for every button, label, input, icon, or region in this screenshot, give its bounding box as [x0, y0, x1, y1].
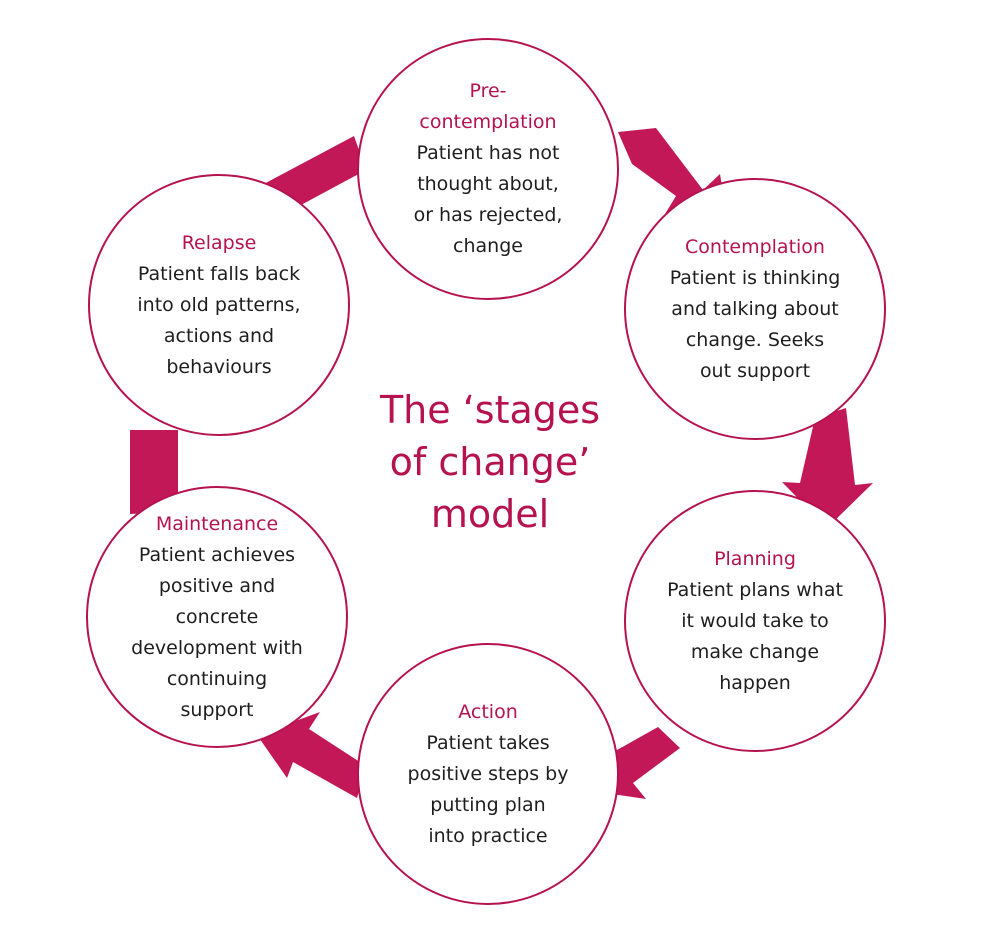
stage-title: Contemplation [685, 235, 825, 258]
arrow-action-to-maintenance [257, 712, 366, 798]
stage-planning: Planning Patient plans what it would tak… [624, 490, 886, 752]
stage-description: Patient plans what it would take to make… [667, 578, 843, 694]
arrow-contemplation-to-planning [782, 408, 873, 528]
arrow-maintenance-to-relapse [130, 430, 178, 514]
stage-maintenance: Maintenance Patient achieves positive an… [86, 486, 348, 748]
diagram-title: The ‘stages of change’ model [379, 388, 601, 536]
stage-contemplation: Contemplation Patient is thinking and ta… [624, 178, 886, 440]
stage-title: Planning [714, 547, 796, 570]
stage-relapse: Relapse Patient falls back into old patt… [88, 174, 350, 436]
stage-action: Action Patient takes positive steps by p… [357, 643, 619, 905]
stage-precontemplation: Pre- contemplation Patient has not thoug… [357, 38, 619, 300]
stage-title: Relapse [181, 231, 257, 254]
stage-description: Patient is thinking and talking about ch… [669, 266, 841, 382]
stage-description: Patient falls back into old patterns, ac… [137, 262, 301, 378]
stage-title: Pre- contemplation [419, 80, 557, 133]
stage-title: Action [458, 700, 518, 723]
stage-description: Patient achieves positive and concrete d… [131, 543, 303, 721]
stage-description: Patient has not thought about, or has re… [413, 142, 563, 257]
stage-description: Patient takes positive steps by putting … [407, 731, 569, 847]
stage-title: Maintenance [155, 512, 279, 535]
